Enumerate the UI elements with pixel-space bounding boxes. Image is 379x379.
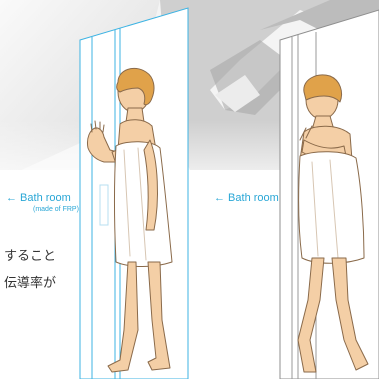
bath-room-label-left: ← Bath room: [6, 193, 71, 204]
bath-room-label-right: ← Bath room: [214, 193, 279, 204]
caption-fragment-1: すること: [4, 250, 56, 263]
bath-room-material-note: (made of FRP): [33, 206, 79, 213]
person-left: [87, 68, 172, 372]
person-right: [298, 75, 368, 372]
caption-fragment-2: 伝導率が: [4, 277, 56, 290]
